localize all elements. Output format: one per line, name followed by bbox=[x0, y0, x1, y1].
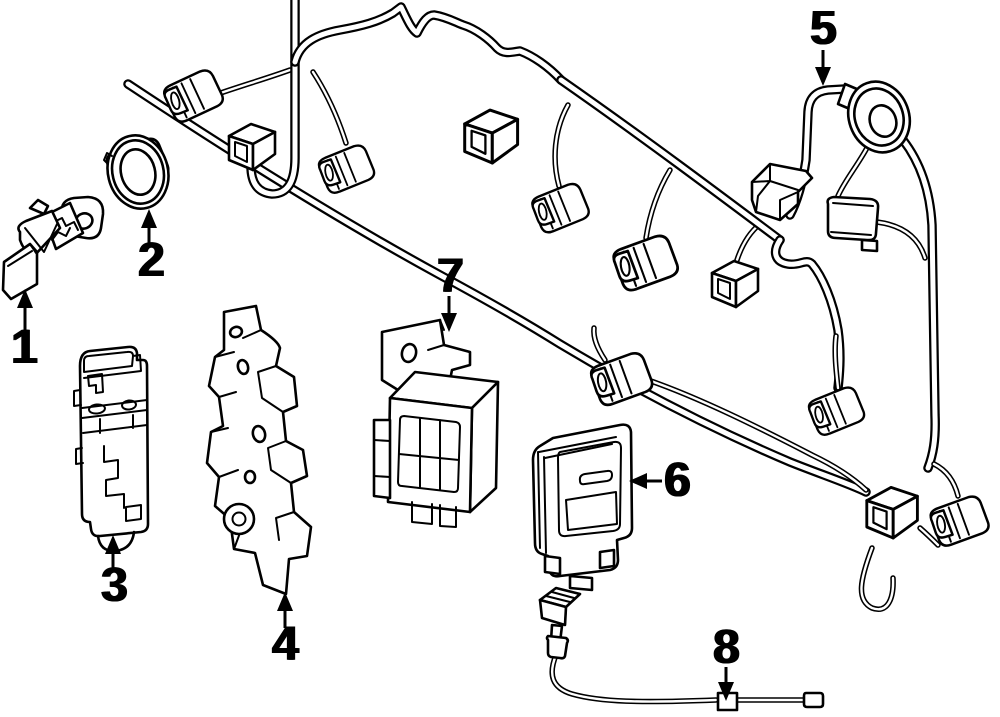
harness-assembly bbox=[102, 0, 993, 609]
callout-arrow-2 bbox=[141, 209, 157, 246]
bracket-illustration bbox=[205, 304, 313, 596]
callout-label-4: 4 bbox=[272, 618, 299, 671]
module-illustration bbox=[73, 345, 150, 553]
flag-connector bbox=[826, 195, 880, 253]
grommet bbox=[836, 80, 912, 154]
sensor-illustration bbox=[1, 195, 105, 301]
connector-m bbox=[710, 259, 760, 309]
callout-arrow-7 bbox=[441, 296, 457, 332]
connector-r7 bbox=[587, 349, 656, 409]
callout-label-6: 6 bbox=[664, 454, 691, 507]
callout-label-2: 2 bbox=[138, 234, 165, 287]
control-module-illustration bbox=[531, 423, 634, 592]
connector-c bbox=[865, 485, 919, 540]
antenna-cable-illustration bbox=[538, 586, 825, 712]
junction-block bbox=[750, 162, 814, 222]
callout-label-1: 1 bbox=[11, 321, 38, 374]
connector-k bbox=[609, 232, 682, 294]
connector-b bbox=[227, 122, 277, 172]
connector-j bbox=[528, 180, 593, 236]
seal-ring-illustration bbox=[103, 134, 170, 210]
relay-module-illustration bbox=[372, 318, 500, 528]
callout-label-7: 7 bbox=[437, 250, 464, 303]
connector-i bbox=[463, 108, 520, 165]
connector-h bbox=[315, 141, 378, 197]
callout-arrow-4 bbox=[277, 592, 293, 628]
callout-arrow-1 bbox=[17, 289, 33, 330]
callout-arrow-6 bbox=[629, 473, 662, 489]
callout-arrow-3 bbox=[105, 535, 121, 570]
connector-p bbox=[805, 383, 868, 439]
callout-label-8: 8 bbox=[713, 621, 740, 674]
callout-arrow-8 bbox=[718, 667, 734, 701]
connector-d bbox=[927, 493, 993, 549]
callout-arrow-5 bbox=[815, 50, 831, 86]
callout-label-5: 5 bbox=[810, 2, 837, 55]
callout-label-3: 3 bbox=[101, 559, 128, 612]
